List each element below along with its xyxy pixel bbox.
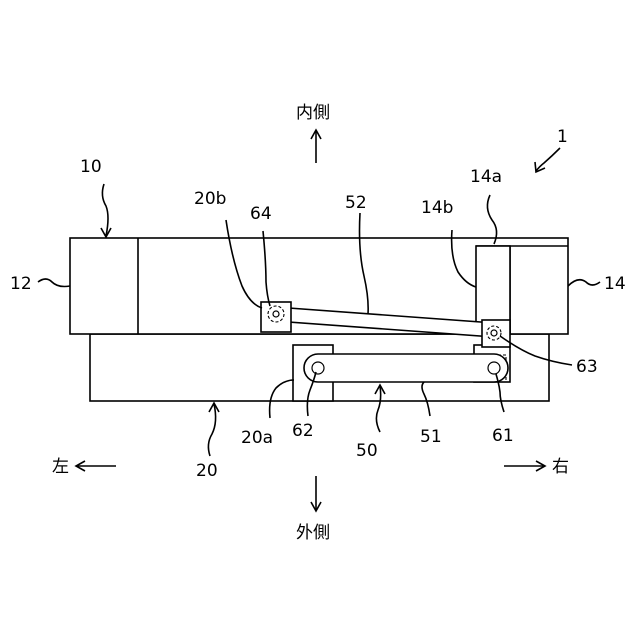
- label-link50: 50: [356, 441, 378, 461]
- label-pivot62: 62: [292, 421, 314, 441]
- label-left: 左: [52, 457, 69, 477]
- label-pivot63: 63: [576, 357, 598, 377]
- bracket-63: [482, 320, 510, 347]
- label-assembly: 1: [557, 127, 568, 147]
- direction-inner-arrow: [311, 130, 321, 163]
- label-frame10: 10: [80, 157, 102, 177]
- leader-14a: [487, 195, 496, 244]
- leader-50: [375, 385, 385, 432]
- assembly-leader-arrow: [535, 148, 560, 172]
- leader-12: [38, 279, 70, 287]
- label-part14b: 14b: [421, 198, 453, 218]
- label-right: 右: [552, 457, 569, 477]
- direction-left-arrow: [76, 461, 116, 471]
- label-pivot64: 64: [250, 204, 272, 224]
- label-inner: 内側: [296, 103, 330, 123]
- direction-right-arrow: [504, 461, 545, 471]
- label-part14a: 14a: [470, 167, 502, 187]
- label-part20b: 20b: [194, 189, 226, 209]
- direction-outer-arrow: [311, 476, 321, 511]
- leader-20: [208, 403, 219, 456]
- leader-14: [568, 280, 600, 286]
- label-frame20: 20: [196, 461, 218, 481]
- label-outer: 外側: [296, 523, 330, 543]
- label-part20a: 20a: [241, 428, 273, 448]
- leader-10: [101, 184, 111, 237]
- label-link51: 51: [420, 427, 442, 447]
- label-pivot61: 61: [492, 426, 514, 446]
- link-51: [304, 354, 508, 382]
- label-part12: 12: [10, 274, 32, 294]
- label-part14: 14: [604, 274, 626, 294]
- label-link52: 52: [345, 193, 367, 213]
